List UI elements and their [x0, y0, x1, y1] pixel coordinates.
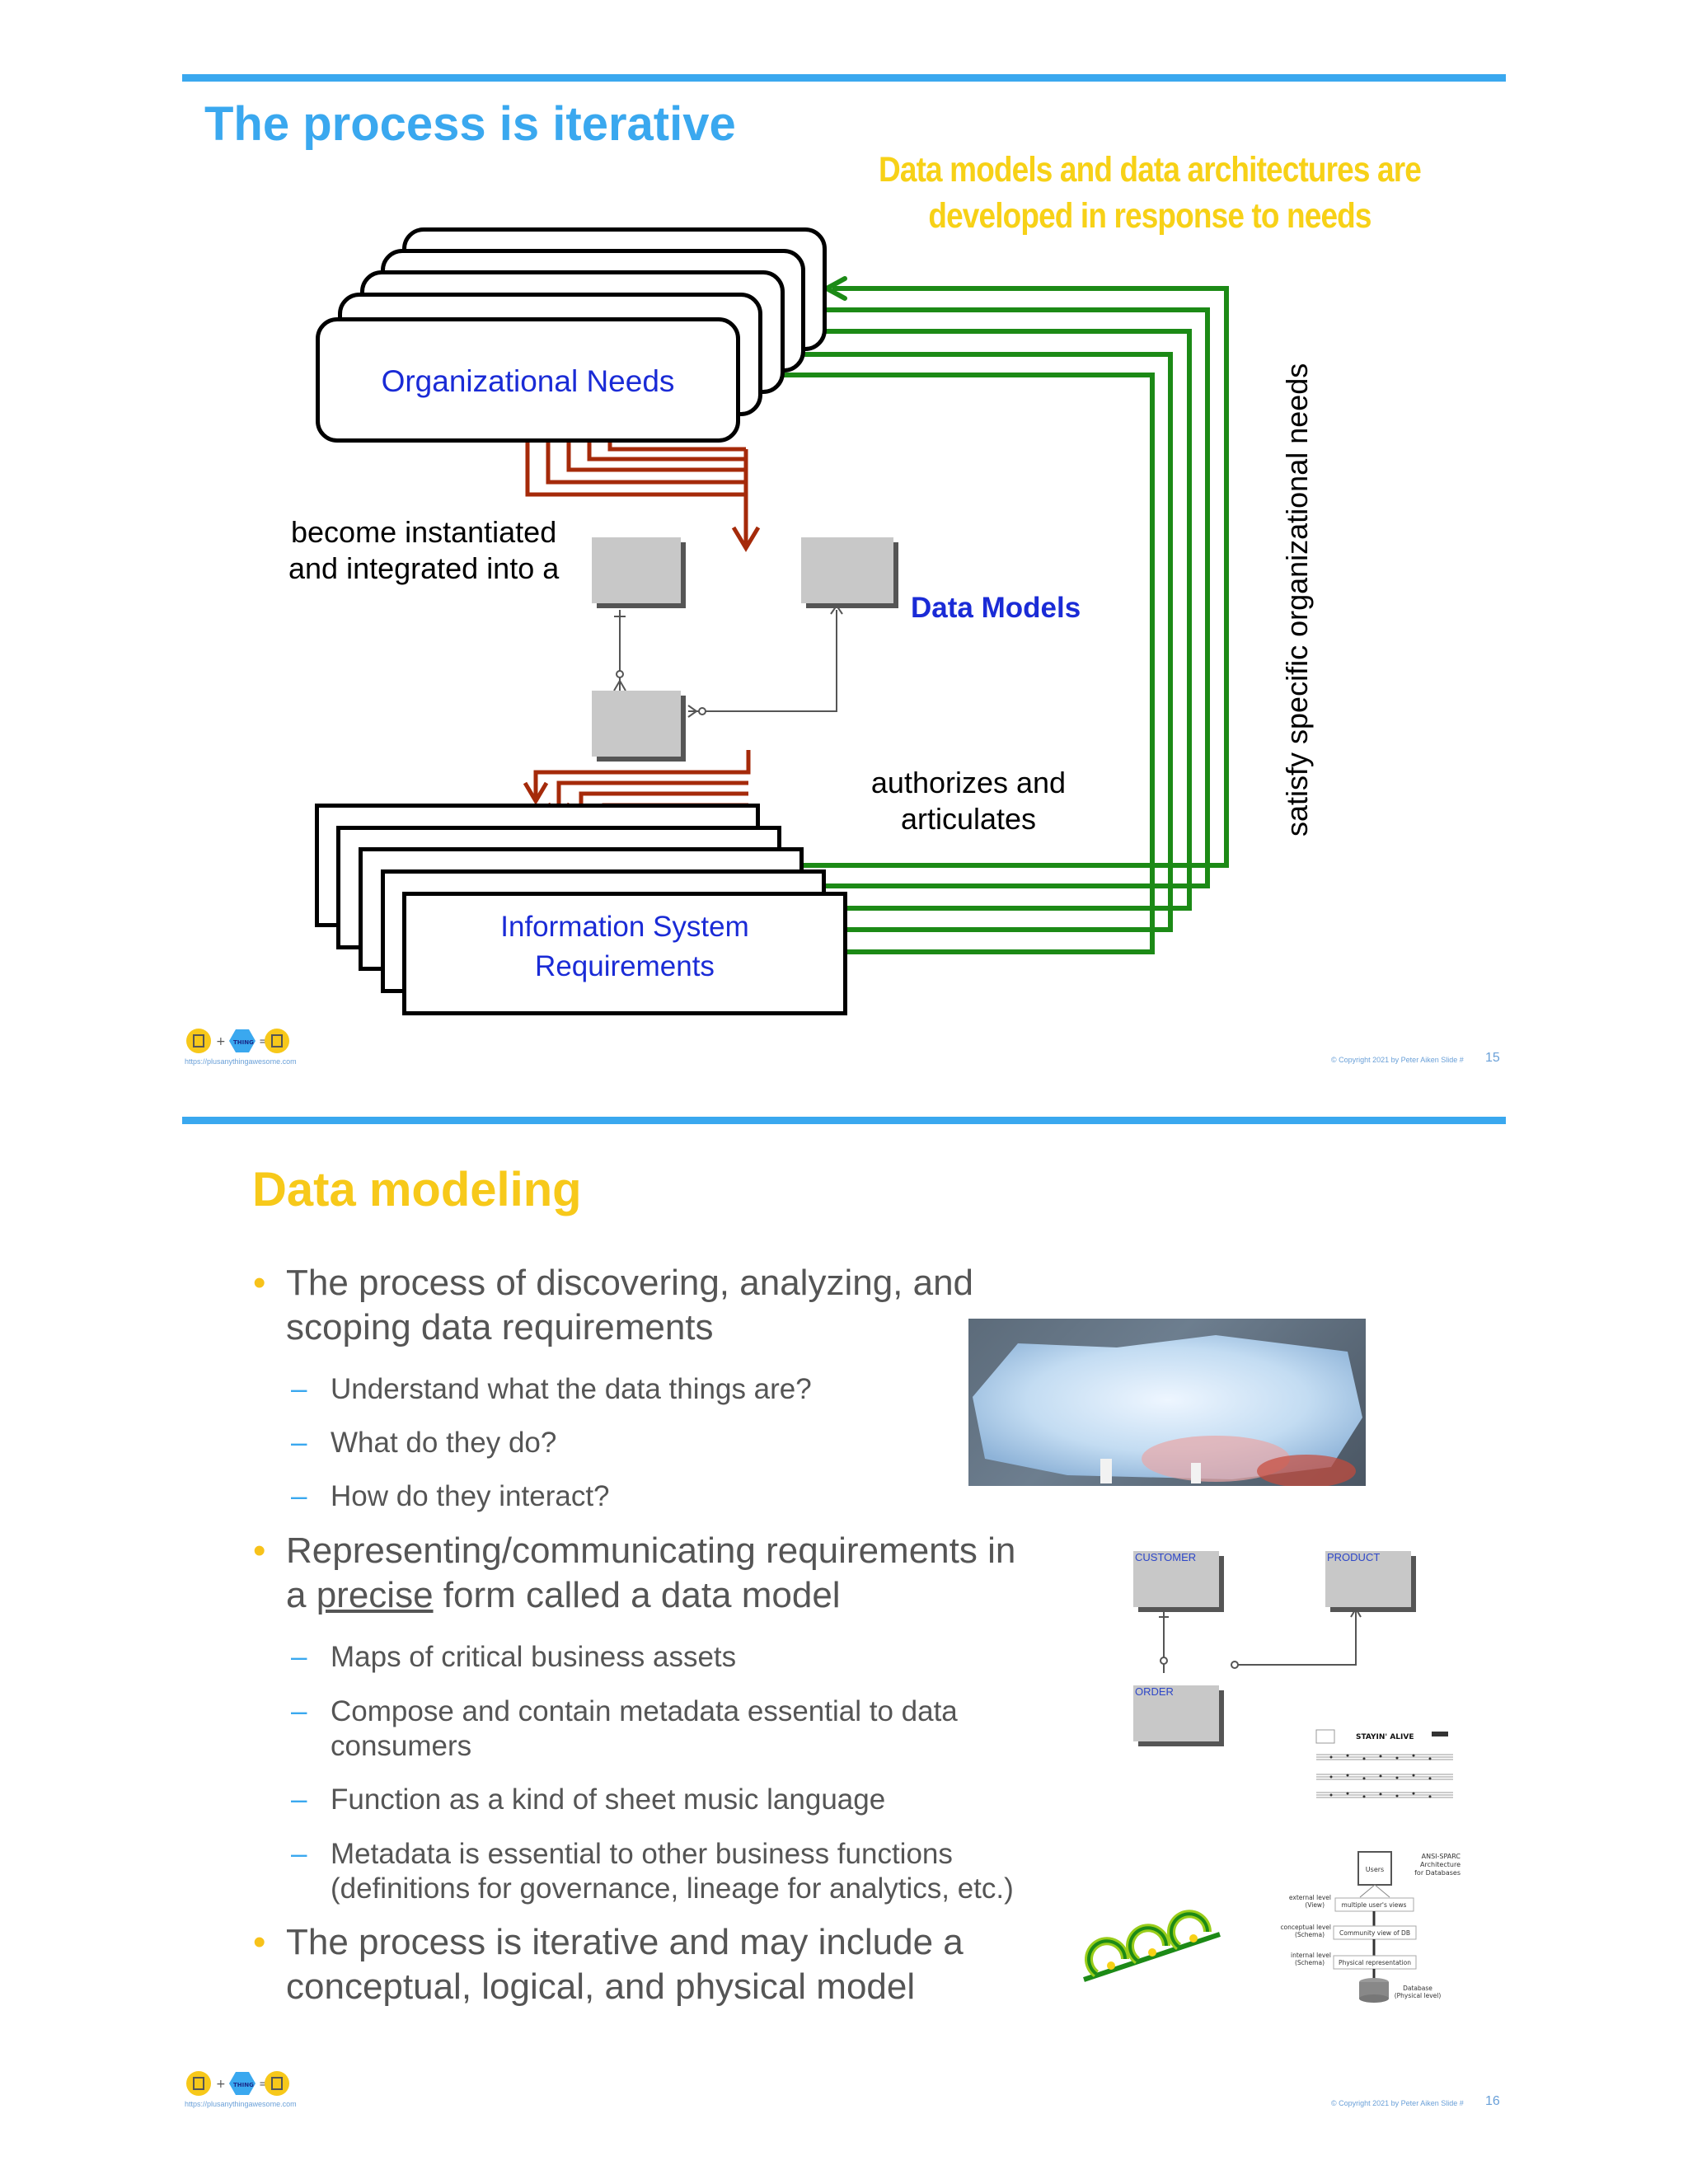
- instantiated-text: become instantiated and integrated into …: [288, 515, 560, 585]
- ansi-multiple-views: multiple user's views: [1342, 1901, 1407, 1909]
- slide-number: 15: [1485, 1051, 1500, 1065]
- green-loop-3: [793, 329, 1192, 911]
- slide-number: 16: [1485, 2094, 1500, 2108]
- svg-text:+: +: [216, 2078, 226, 2091]
- sub-bullet: –What do they do?: [291, 1427, 557, 1459]
- ansi-external-view: (View): [1305, 1901, 1325, 1909]
- ansi-title-2: Architecture: [1420, 1861, 1461, 1868]
- slide-top-bar: [182, 74, 1506, 82]
- svg-text:+: +: [216, 1035, 226, 1048]
- ansi-internal-level: internal level: [1291, 1952, 1331, 1959]
- footer-url[interactable]: https://plusanythingawesome.com: [185, 1057, 297, 1066]
- bullet-dot: •: [253, 1530, 266, 1571]
- sub-bullet-cont: (definitions for governance, lineage for…: [331, 1872, 1014, 1905]
- footer-copyright: © Copyright 2021 by Peter Aiken Slide #: [1331, 1056, 1464, 1064]
- data-models-label: Data Models: [911, 592, 1081, 624]
- ice-block-photo: [968, 1319, 1366, 1486]
- ansi-physical-rep: Physical representation: [1339, 1959, 1411, 1966]
- footer-logo: + THING =: [185, 2069, 292, 2097]
- svg-text:THING: THING: [233, 1039, 254, 1046]
- ansi-title-3: for Databases: [1414, 1869, 1461, 1877]
- green-loop-4: [771, 352, 1173, 932]
- bullet-3: • The process is iterative and may inclu…: [253, 1922, 964, 2007]
- ansi-sparc-diagram: ANSI-SPARC Architecture for Databases Us…: [1269, 1850, 1467, 2015]
- ansi-users: Users: [1366, 1866, 1384, 1873]
- org-needs-label: Organizational Needs: [381, 364, 675, 398]
- ansi-conceptual-level: conceptual level: [1280, 1924, 1331, 1931]
- trash-can-icon: [193, 1034, 204, 1047]
- bullet-dot: •: [253, 1263, 266, 1303]
- authorizes-text: authorizes and articulates: [870, 766, 1067, 836]
- ansi-database: Database: [1403, 1985, 1432, 1992]
- sheet-music-title: STAYIN' ALIVE: [1356, 1733, 1414, 1741]
- green-loop-5: [750, 373, 1155, 954]
- sub-bullet: –How do they interact?: [291, 1480, 610, 1512]
- bullet-dot: •: [253, 1922, 266, 1962]
- erd-product-label: PRODUCT: [1327, 1551, 1381, 1563]
- green-loop-2: [812, 307, 1210, 888]
- erd-entity-box-top-left: [592, 537, 681, 603]
- ansi-external-level: external level: [1289, 1894, 1331, 1901]
- svg-text:=: =: [259, 2078, 269, 2091]
- isr-card-front: Information System Requirements: [402, 892, 847, 1015]
- footer-copyright: © Copyright 2021 by Peter Aiken Slide #: [1331, 2099, 1464, 2107]
- trash-can-icon: [193, 2077, 204, 2090]
- footer-url[interactable]: https://plusanythingawesome.com: [185, 2100, 297, 2108]
- bullet-2: • Representing/communicating requirement…: [253, 1530, 1016, 1615]
- slide-top-bar: [182, 1117, 1506, 1124]
- sub-bullet: –Understand what the data things are?: [291, 1373, 812, 1405]
- slide-title: The process is iterative: [204, 97, 736, 151]
- sub-bullet-cont: consumers: [331, 1730, 472, 1762]
- erd-customer-box: [1133, 1551, 1219, 1607]
- erd-mini-connectors: [1159, 1607, 1362, 1673]
- sub-bullet: –Maps of critical business assets: [291, 1641, 737, 1673]
- erd-product-box: [1325, 1551, 1411, 1607]
- ansi-conceptual-schema: (Schema): [1295, 1931, 1325, 1938]
- sub-bullet: –Metadata is essential to other business…: [291, 1838, 953, 1870]
- green-loop-1: [804, 286, 1229, 868]
- ansi-physical-level: (Physical level): [1395, 1992, 1442, 1999]
- erd-customer-label: CUSTOMER: [1135, 1551, 1197, 1563]
- erd-order-box: [1133, 1685, 1219, 1741]
- slide-15: The process is iterative Data models and…: [182, 74, 1506, 1066]
- erd-entity-box-bottom: [592, 691, 681, 757]
- vertical-satisfy-text: satisfy specific organizational needs: [1280, 363, 1314, 837]
- sheet-music-image: STAYIN' ALIVE: [1315, 1727, 1455, 1811]
- slide-title: Data modeling: [252, 1163, 582, 1216]
- org-needs-card-front: Organizational Needs: [316, 317, 740, 443]
- ansi-community-view: Community view of DB: [1339, 1929, 1410, 1937]
- erd-entity-box-top-right: [801, 537, 893, 603]
- svg-text:=: =: [259, 1035, 269, 1048]
- sub-bullet: –Compose and contain metadata essential …: [291, 1695, 958, 1727]
- sub-bullet: –Function as a kind of sheet music langu…: [291, 1783, 886, 1816]
- svg-text:THING: THING: [233, 2082, 254, 2088]
- iterative-cycle-icon: [1080, 1910, 1228, 1992]
- isr-label: Information System Requirements: [500, 911, 749, 982]
- ansi-internal-schema: (Schema): [1295, 1959, 1325, 1966]
- flow-arrows: [523, 276, 1229, 954]
- slide-16: Data modeling • The process of discoveri…: [0, 1092, 1688, 2184]
- ansi-title-1: ANSI-SPARC: [1422, 1853, 1461, 1860]
- erd-order-label: ORDER: [1135, 1685, 1174, 1698]
- slide-subtitle: Data models and data architectures are d…: [879, 150, 1422, 236]
- bullet-1: • The process of discovering, analyzing,…: [253, 1263, 974, 1347]
- footer-logo: + THING =: [185, 1027, 292, 1055]
